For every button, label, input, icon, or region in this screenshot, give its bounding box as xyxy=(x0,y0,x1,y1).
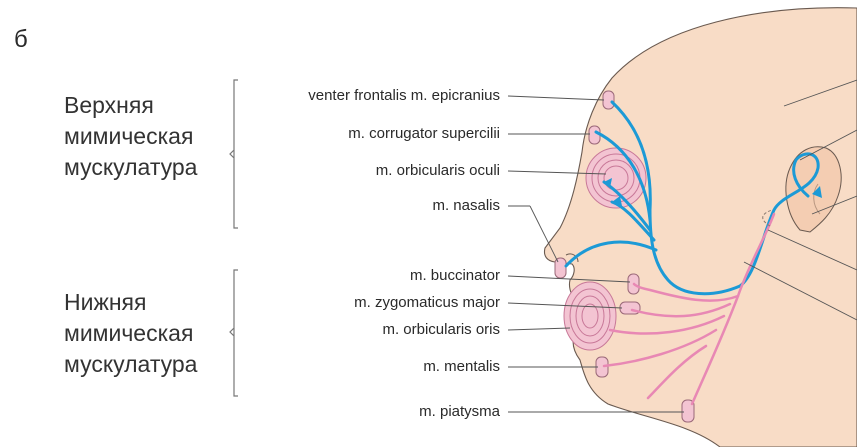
upper-group-bracket xyxy=(230,80,238,228)
nasalis-capsule xyxy=(555,258,566,278)
corrugator-capsule xyxy=(589,126,600,144)
frontalis-capsule xyxy=(603,91,614,109)
orbicularis-oris-muscle xyxy=(564,282,616,350)
lower-group-bracket xyxy=(230,270,238,396)
